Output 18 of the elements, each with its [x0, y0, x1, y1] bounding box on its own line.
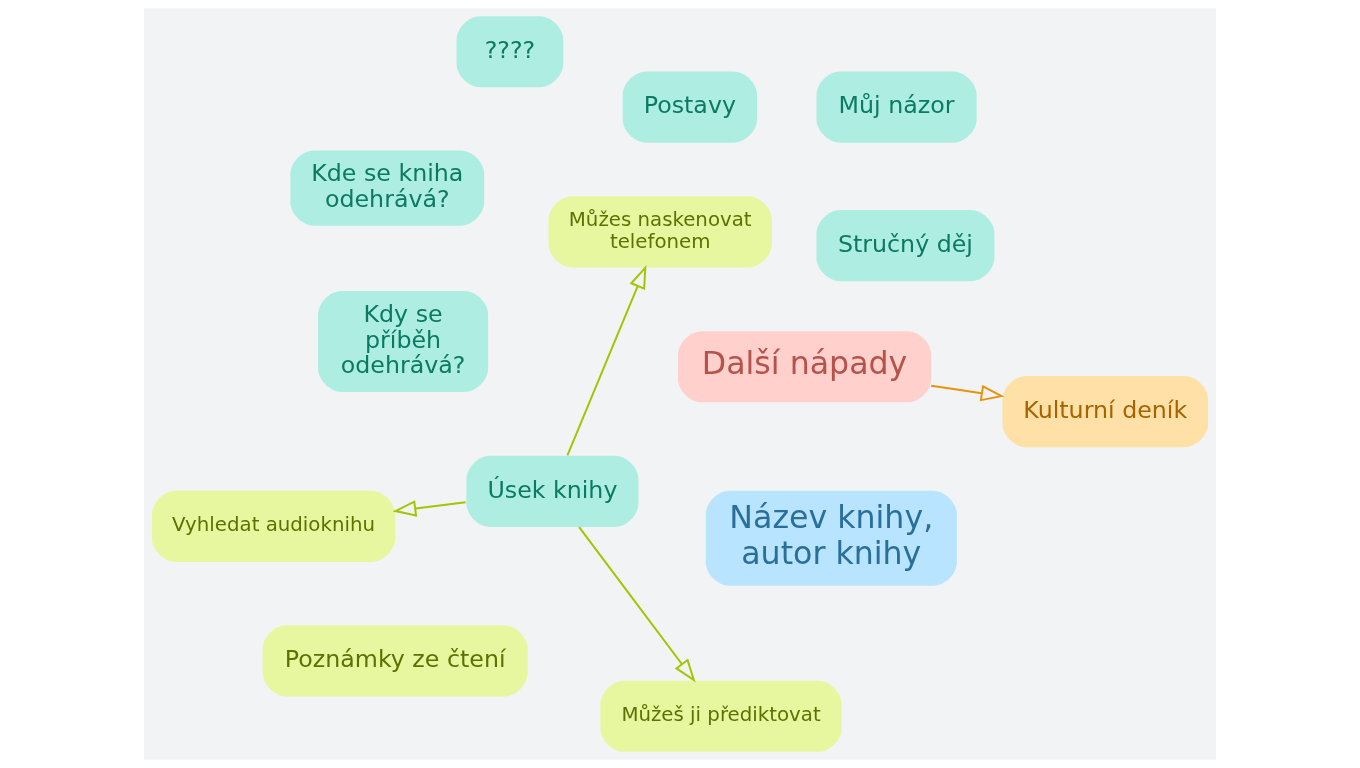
arrow — [930, 384, 1005, 402]
node-box: Stručný děj — [816, 209, 995, 282]
node-box: Kulturní deník — [1002, 376, 1209, 448]
node-box: Úsek knihy — [466, 455, 639, 527]
arrow — [392, 500, 467, 517]
node-box: Můžeš ji přediktovat — [600, 680, 842, 752]
arrow — [566, 264, 647, 457]
node-box: Název knihy, autor knihy — [705, 490, 957, 586]
node-box: Kde se kniha odehrává? — [290, 150, 485, 226]
node-box: ???? — [456, 16, 564, 88]
arrow — [578, 526, 696, 683]
node-box: Vyhledat audioknihu — [151, 490, 396, 562]
node-box: Postavy — [622, 71, 758, 143]
node-box: Poznámky ze čtení — [262, 625, 528, 697]
node-box: Můj názor — [816, 71, 977, 143]
node-box: Můžes naskenovat telefonem — [548, 196, 772, 268]
node-box: Další nápady — [678, 331, 932, 403]
node-box: Kdy se příběh odehrává? — [318, 291, 489, 392]
